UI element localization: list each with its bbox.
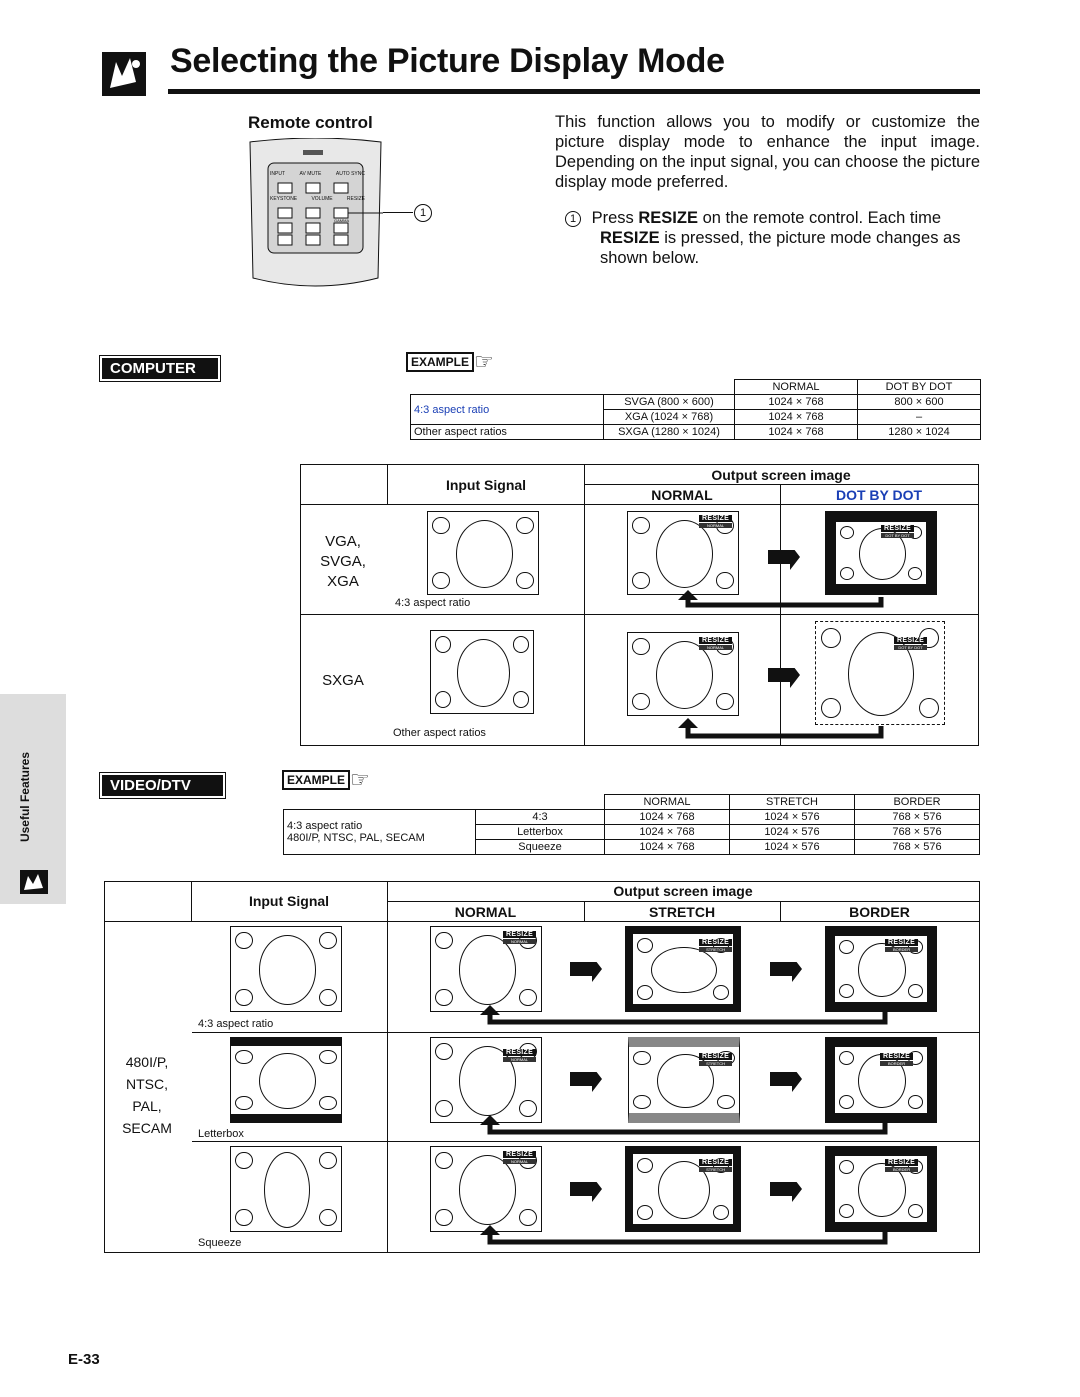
- video-border-header: BORDER: [849, 904, 910, 920]
- computer-example-table: NORMAL DOT BY DOT 4:3 aspect ratio SVGA …: [410, 379, 981, 440]
- remote-control-label: Remote control: [248, 113, 373, 132]
- remote-input-label: INPUT: [270, 171, 285, 177]
- step-number: 1: [565, 211, 581, 227]
- video-squeeze-border-screen: [825, 1146, 937, 1232]
- video-stretch-header: STRETCH: [648, 904, 716, 920]
- video-section-tag: VIDEO/DTV: [99, 772, 226, 799]
- video-normal-header: NORMAL: [454, 904, 517, 920]
- video-example-label: EXAMPLE ☞: [282, 767, 370, 792]
- remote-resize-label: RESIZE: [346, 196, 365, 202]
- computer-input-screen: [427, 511, 539, 595]
- video-caption-squeeze: Squeeze: [198, 1237, 242, 1249]
- remote-control-illustration: INPUT AV MUTE AUTO SYNC KEYSTONE VOLUME …: [248, 137, 408, 288]
- video-letterbox-border-screen: [825, 1037, 937, 1123]
- side-tab: [0, 694, 66, 904]
- video-output-header: Output screen image: [613, 883, 753, 899]
- remote-volume-label: VOLUME: [311, 196, 333, 202]
- page-number: E-33: [68, 1351, 100, 1368]
- video-43-border-screen: [825, 926, 937, 1012]
- picture-mode-icon: [102, 52, 146, 96]
- video-example-table: NORMAL STRETCH BORDER 4:3 aspect ratio 4…: [283, 794, 980, 855]
- pointing-hand-icon: ☞: [350, 767, 370, 792]
- side-tab-icon: [20, 870, 48, 894]
- step-instruction: 1 Press RESIZE on the remote control. Ea…: [565, 208, 980, 268]
- computer-row1-caption: 4:3 aspect ratio: [395, 597, 471, 609]
- title-rule: [168, 89, 980, 94]
- video-caption-43: 4:3 aspect ratio: [198, 1018, 274, 1030]
- computer-mode-grid: [300, 464, 979, 746]
- computer-input-signal-header: Input Signal: [445, 477, 527, 493]
- computer-example-label: EXAMPLE ☞: [406, 349, 494, 374]
- video-letterbox-stretch-screen: [628, 1037, 740, 1123]
- video-sq-cycle-arrows: [480, 1182, 888, 1245]
- remote-auto-sync-label: AUTO SYNC: [335, 171, 365, 177]
- sxga-cycle-arrows: [678, 668, 884, 739]
- computer-dot-by-dot-header: DOT BY DOT: [835, 487, 923, 503]
- video-lb-cycle-arrows: [480, 1072, 888, 1135]
- computer-row2-signal: SXGA: [322, 672, 364, 689]
- video-43-cycle-arrows: [480, 962, 888, 1025]
- video-mode-grid: [104, 881, 980, 1253]
- video-caption-letterbox: Letterbox: [198, 1128, 244, 1140]
- computer-row2-caption: Other aspect ratios: [393, 727, 486, 739]
- callout-number: 1: [414, 204, 432, 222]
- video-43-input-screen: [230, 926, 342, 1012]
- computer-output-header: Output screen image: [711, 467, 851, 483]
- resize-callout-line: [383, 212, 413, 213]
- remote-av-mute-label: AV MUTE: [299, 171, 322, 177]
- computer-normal-header: NORMAL: [651, 487, 713, 503]
- pointing-hand-icon: ☞: [474, 349, 494, 374]
- video-signal-label: 480I/P, NTSC, PAL, SECAM: [122, 1054, 172, 1136]
- computer-row1-signal: VGA, SVGA, XGA: [320, 533, 366, 590]
- video-input-signal-header: Input Signal: [248, 893, 330, 909]
- remote-keystone-label: KEYSTONE: [270, 196, 298, 202]
- intro-paragraph: This function allows you to modify or cu…: [555, 113, 980, 191]
- page-title: Selecting the Picture Display Mode: [170, 42, 725, 80]
- side-tab-label: Useful Features: [18, 752, 32, 843]
- remote-gamma-label: GAMMA: [334, 218, 350, 223]
- computer-cycle-arrows: [678, 550, 884, 608]
- sxga-input-screen: [430, 630, 534, 714]
- video-letterbox-input-screen: [230, 1037, 342, 1123]
- video-squeeze-input-screen: [230, 1146, 342, 1232]
- computer-section-tag: COMPUTER: [99, 355, 221, 382]
